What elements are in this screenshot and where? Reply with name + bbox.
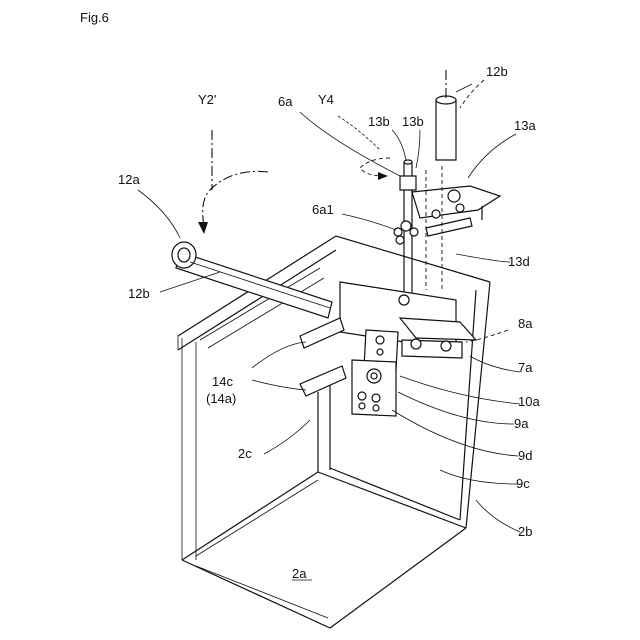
label-y2: Y2' <box>198 92 216 107</box>
rotation-arrow-y2 <box>198 130 268 234</box>
label-8a: 8a <box>518 316 533 331</box>
label-9c: 9c <box>516 476 530 491</box>
label-2c: 2c <box>238 446 252 461</box>
label-12a: 12a <box>118 172 140 187</box>
cylinder-12b-upper <box>426 70 472 292</box>
label-14c: 14c <box>212 374 233 389</box>
label-2b: 2b <box>518 524 532 539</box>
label-9d: 9d <box>518 448 532 463</box>
label-9a: 9a <box>514 416 529 431</box>
label-12b-left: 12b <box>128 286 150 301</box>
upper-bracket-13a <box>412 186 500 236</box>
label-2a: 2a <box>292 566 307 581</box>
figure-title: Fig.6 <box>80 10 109 25</box>
label-14a: (14a) <box>206 391 236 406</box>
mounting-block-7a <box>340 282 476 370</box>
label-12b-top: 12b <box>486 64 508 79</box>
lower-block-9a <box>352 360 396 416</box>
label-y4: Y4 <box>318 92 334 107</box>
label-7a: 7a <box>518 360 533 375</box>
label-13b-2: 13b <box>402 114 424 129</box>
housing-body <box>178 236 490 628</box>
label-10a: 10a <box>518 394 540 409</box>
hinge-bracket-14c <box>300 318 346 396</box>
label-13d: 13d <box>508 254 530 269</box>
label-6a: 6a <box>278 94 293 109</box>
label-6a1: 6a1 <box>312 202 334 217</box>
clamp-6a1 <box>394 221 418 244</box>
label-13a: 13a <box>514 118 536 133</box>
label-13b-1: 13b <box>368 114 390 129</box>
